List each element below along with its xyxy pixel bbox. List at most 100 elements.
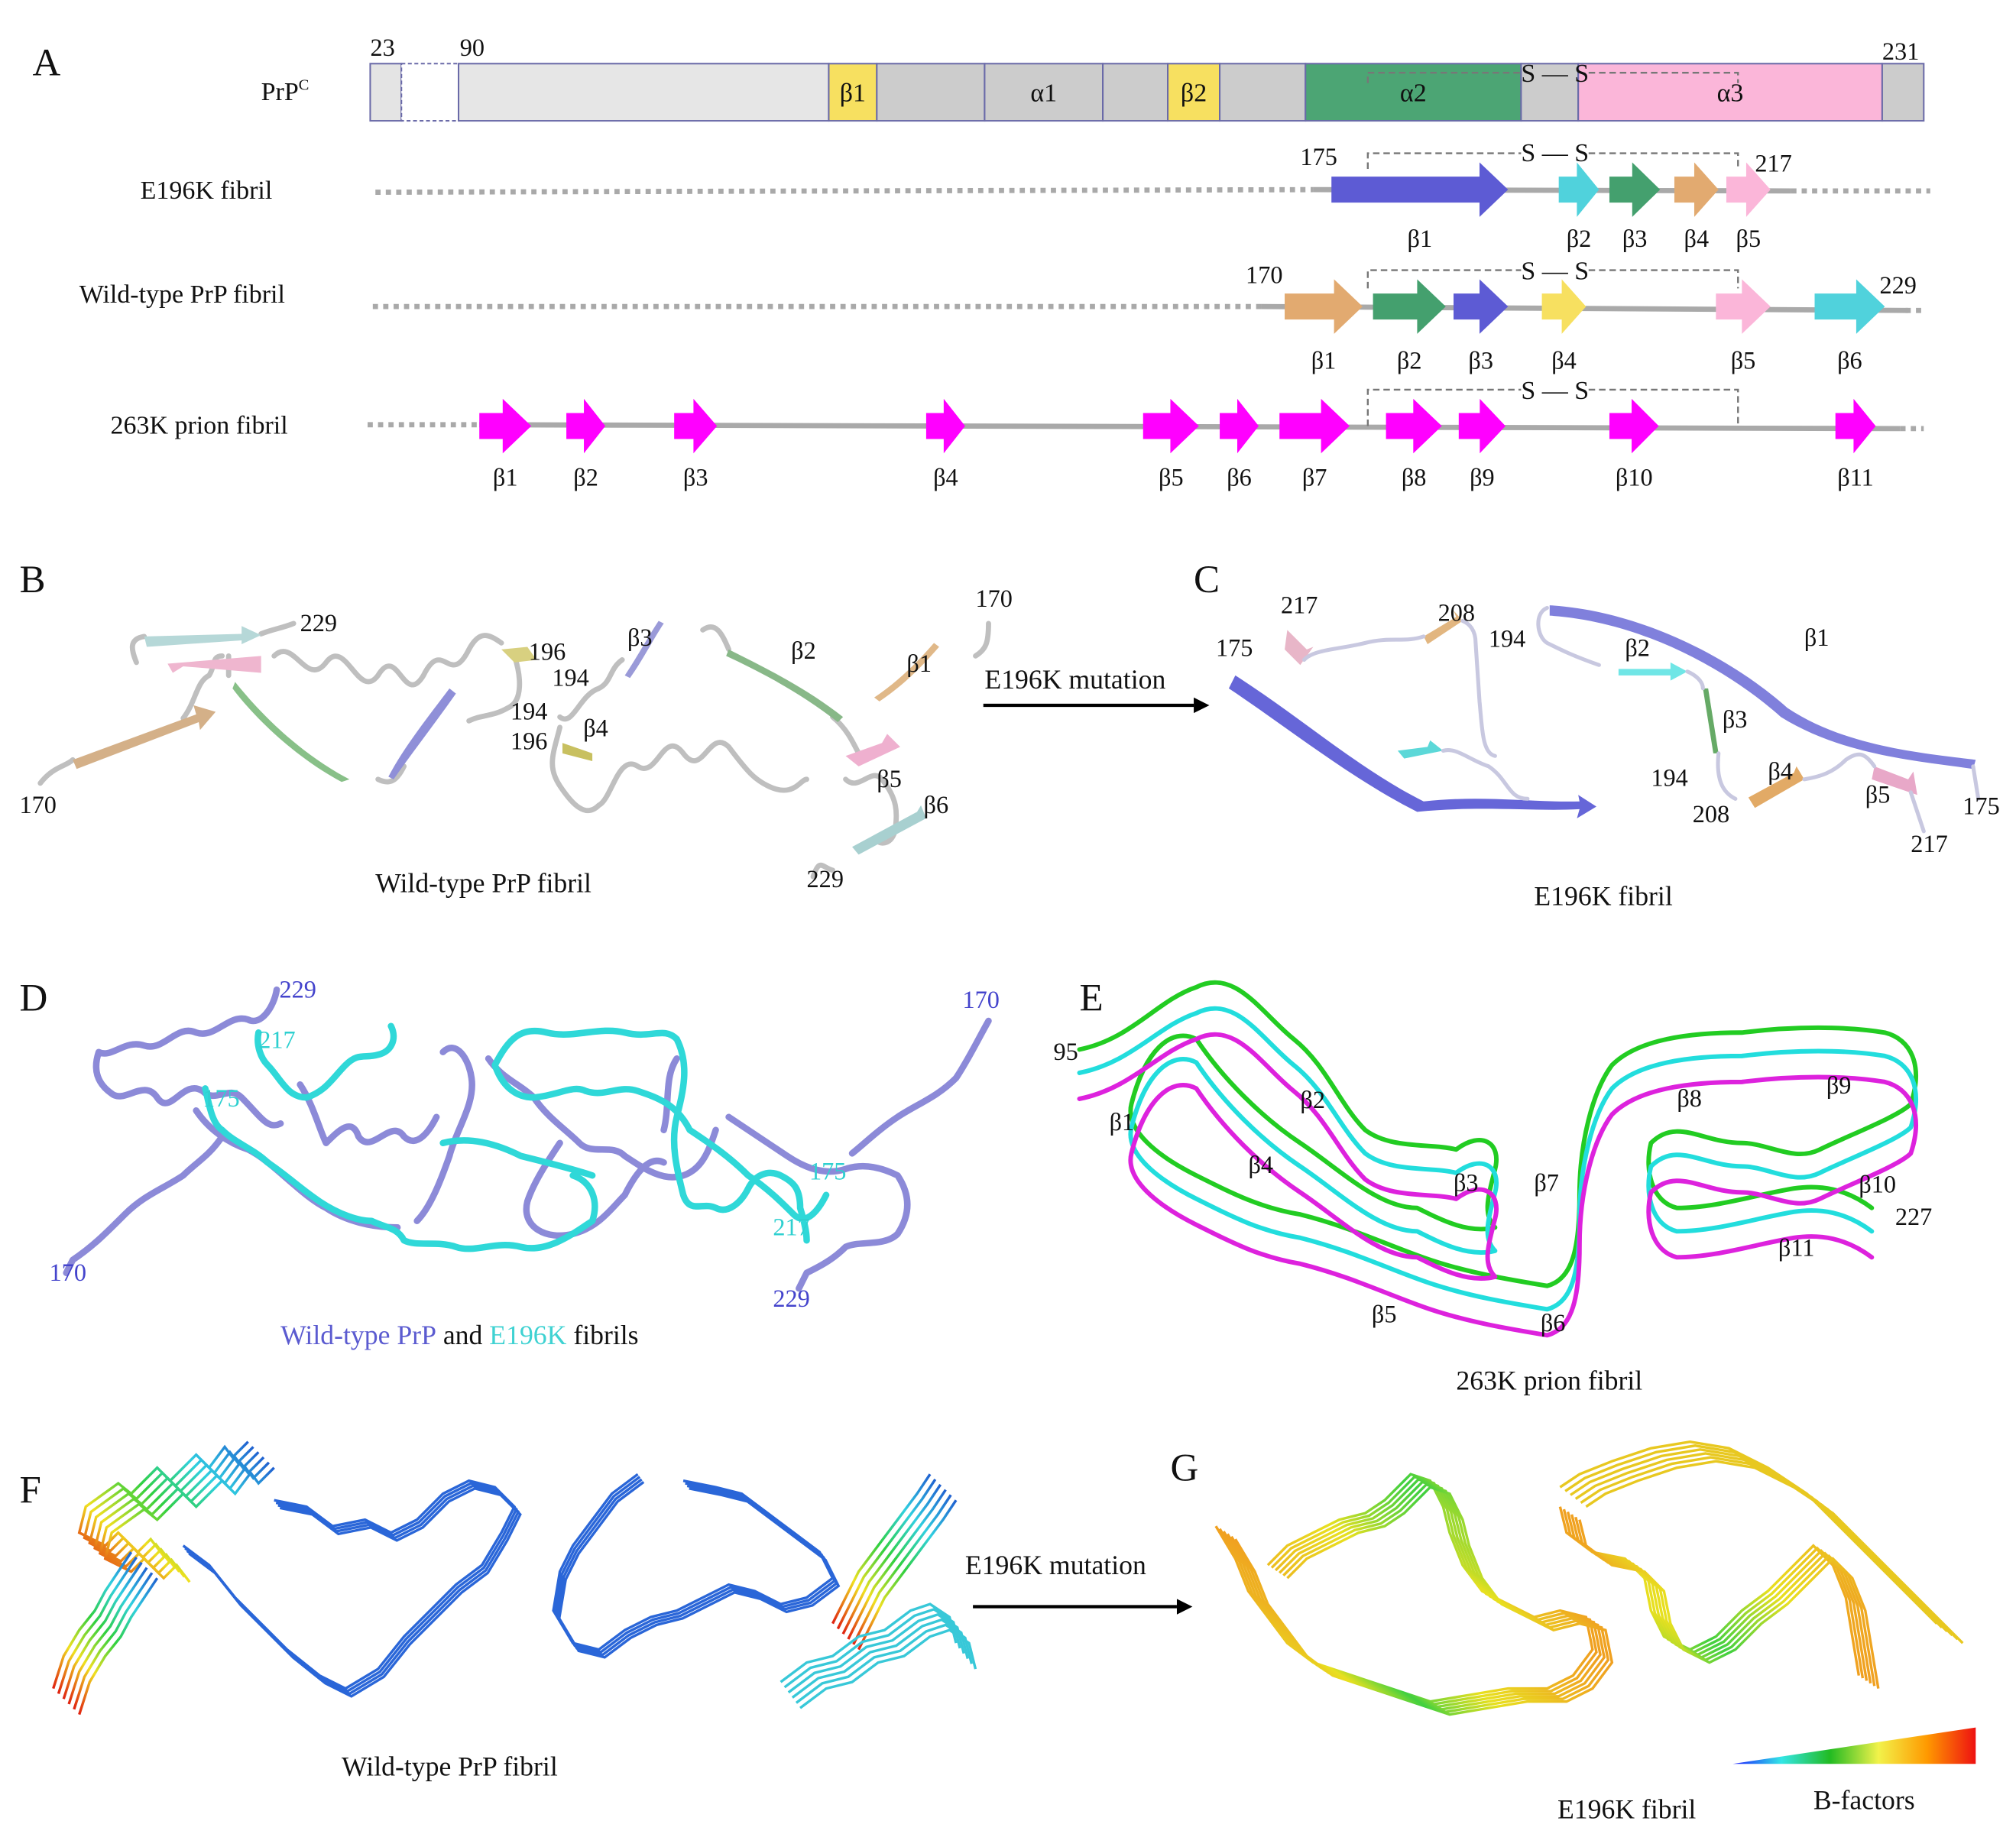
e196k-c-label-175b: 175 bbox=[1963, 792, 1999, 820]
k263-strand-1 bbox=[479, 398, 532, 454]
e196k-c-label-beta2: β2 bbox=[1625, 633, 1650, 661]
prpc-segment-label-alpha1: α1 bbox=[1030, 79, 1057, 108]
k263-strand-label-7: β7 bbox=[1302, 464, 1327, 491]
k263-strand-label-1: β1 bbox=[493, 464, 518, 491]
d-label-mut-175a: 175 bbox=[203, 1084, 239, 1112]
prpc-segment-alpha1 bbox=[984, 63, 1104, 122]
e196k-disulfide-bracket bbox=[1366, 152, 1739, 169]
bfactor-colorbar bbox=[1732, 1727, 1976, 1764]
wt-strand-b5-left bbox=[167, 656, 261, 673]
e196k-c-label-208b: 208 bbox=[1693, 800, 1729, 828]
wt-b-label-beta4: β4 bbox=[583, 714, 608, 742]
e196k-c-label-175a: 175 bbox=[1216, 633, 1253, 661]
e196k-loop-coil bbox=[1301, 605, 1981, 834]
f-lower-left-layer-5 bbox=[73, 1572, 154, 1710]
e196k-strand-b4-left bbox=[1423, 610, 1463, 645]
prpc-segment-loop1 bbox=[876, 63, 986, 122]
e-label-95: 95 bbox=[1053, 1038, 1078, 1065]
wt-b-label-196b: 196 bbox=[510, 727, 547, 755]
g-right-upper-layer-1 bbox=[1559, 1440, 1938, 1625]
f-lower-right-layer-3 bbox=[787, 1612, 965, 1694]
f-upper-right-layer-1 bbox=[831, 1473, 932, 1625]
k263-disulfide-bracket bbox=[1366, 388, 1739, 426]
wt-strand-label-4: β4 bbox=[1551, 347, 1577, 374]
wt-strand-b2-right bbox=[726, 649, 844, 723]
panel-label-g: G bbox=[1170, 1447, 1198, 1490]
panel-e-caption: 263K prion fibril bbox=[1456, 1366, 1642, 1396]
panel-label-b: B bbox=[20, 559, 46, 601]
d-label-wt-229b: 229 bbox=[773, 1285, 809, 1312]
prpc-start-23: 23 bbox=[370, 34, 394, 61]
g-right-upper-layer-6 bbox=[1585, 1460, 1964, 1644]
e-label-beta11: β11 bbox=[1778, 1234, 1815, 1262]
f-upper-left-layer-6 bbox=[103, 1466, 275, 1583]
f-upper-right-layer-5 bbox=[852, 1494, 952, 1645]
g-right-lower-layer-2 bbox=[1562, 1508, 1865, 1679]
wt-b-label-beta5: β5 bbox=[877, 765, 902, 792]
e196k-strand-b2 bbox=[1618, 662, 1687, 681]
f-upper-left-layer-4 bbox=[93, 1456, 265, 1573]
k263-strand-10 bbox=[1609, 398, 1659, 454]
prpc-label: PrPC bbox=[261, 76, 310, 106]
e-label-beta8: β8 bbox=[1677, 1084, 1702, 1112]
e196k-strand-b2-left bbox=[1397, 740, 1444, 759]
bfactor-label: B-factors bbox=[1813, 1785, 1915, 1816]
k263-row-label: 263K prion fibril bbox=[110, 412, 287, 440]
e196k-strand-b1-right bbox=[1549, 605, 1976, 770]
e196k-strand-label-4: β4 bbox=[1684, 225, 1710, 252]
prpc-segment-deleted bbox=[400, 63, 460, 122]
panel-label-a: A bbox=[33, 42, 61, 85]
wt-strand-b2-left bbox=[232, 682, 350, 783]
panel-c: C 175 217 208 194 β2 β1 β3 194 β4 β5 208… bbox=[1194, 559, 2000, 912]
e196k-strand-4 bbox=[1674, 162, 1719, 217]
wt-strand-label-1: β1 bbox=[1311, 347, 1337, 374]
panel-label-e: E bbox=[1079, 977, 1103, 1019]
e196k-strand-label-3: β3 bbox=[1622, 225, 1648, 252]
panel-label-c: C bbox=[1194, 559, 1220, 601]
wt-strand-1 bbox=[1285, 279, 1363, 334]
panel-b-caption: Wild-type PrP fibril bbox=[375, 868, 592, 899]
wt-b-c-label-229b: 229 bbox=[807, 865, 844, 893]
wt-b-label-beta6: β6 bbox=[924, 791, 949, 818]
wt-start-170: 170 bbox=[1246, 261, 1282, 289]
d-label-mut-217b: 217 bbox=[773, 1213, 809, 1240]
wt-strand-6 bbox=[1814, 279, 1885, 334]
e-label-beta10: β10 bbox=[1859, 1170, 1896, 1197]
e-label-beta6: β6 bbox=[1541, 1309, 1566, 1337]
wt-b-label-beta3: β3 bbox=[627, 624, 653, 651]
k263-strand-label-11: β11 bbox=[1837, 464, 1874, 491]
e-label-beta4: β4 bbox=[1248, 1151, 1273, 1178]
f-bfactor-stack bbox=[52, 1440, 977, 1716]
e-label-beta3: β3 bbox=[1454, 1169, 1479, 1197]
wt-strand-label-3: β3 bbox=[1468, 347, 1493, 374]
panel-f-caption: Wild-type PrP fibril bbox=[342, 1751, 558, 1782]
g-right-lower-layer-5 bbox=[1574, 1516, 1876, 1687]
f-lower-left-layer-2 bbox=[57, 1557, 138, 1694]
wt-strand-label-2: β2 bbox=[1397, 347, 1422, 374]
e196k-end-217: 217 bbox=[1755, 149, 1791, 177]
e196k-strand-3 bbox=[1609, 162, 1661, 217]
d-label-wt-170b: 170 bbox=[963, 986, 1000, 1013]
e-fibril-layer-2 bbox=[1077, 1006, 1918, 1312]
panel-f: F Wild-type PrP fibril bbox=[20, 1440, 977, 1782]
e196k-strand-b3 bbox=[1703, 688, 1719, 753]
prpc-label-sup: C bbox=[299, 76, 310, 93]
e196k-start-175: 175 bbox=[1300, 143, 1337, 170]
mutation-arrow-fg-label: E196K mutation bbox=[965, 1550, 1146, 1580]
f-lower-right-layer-1 bbox=[779, 1602, 958, 1683]
d-caption-and: and bbox=[436, 1320, 489, 1350]
wt-strand-b6-right bbox=[852, 805, 926, 855]
panel-label-f: F bbox=[20, 1469, 41, 1512]
f-upper-right-layer-4 bbox=[847, 1489, 947, 1640]
wt-strand-b6-left bbox=[144, 626, 261, 647]
e196k-c-label-beta1: β1 bbox=[1804, 624, 1830, 651]
wt-strand-label-5: β5 bbox=[1731, 347, 1756, 374]
f-lower-right-layer-6 bbox=[799, 1628, 977, 1709]
e196k-unresolved-n bbox=[375, 186, 1314, 195]
wt-strand-b5-right bbox=[845, 734, 900, 766]
k263-strand-label-3: β3 bbox=[683, 464, 708, 491]
wt-strand-5 bbox=[1716, 279, 1771, 334]
